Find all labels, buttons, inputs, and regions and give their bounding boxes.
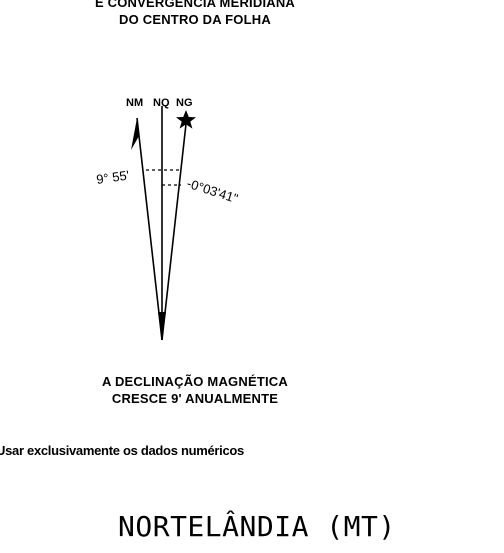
top-caption-line-2: DO CENTRO DA FOLHA	[119, 12, 271, 27]
usage-note: Usar exclusivamente os dados numéricos	[0, 443, 244, 458]
geographic-north-label: NG	[176, 97, 193, 109]
grid-north-label: NQ	[153, 97, 170, 109]
magnetic-declination-value: 9° 55'	[95, 168, 130, 187]
geographic-north-line	[161, 123, 187, 341]
meridian-convergence-value: -0°03'41"	[185, 176, 240, 207]
declination-note-line-1: A DECLINAÇÃO MAGNÉTICA	[102, 374, 288, 389]
top-caption: E CONVERGÊNCIA MERIDIANA DO CENTRO DA FO…	[0, 0, 390, 28]
declination-note-line-2: CRESCE 9' ANUALMENTE	[111, 391, 279, 406]
magnetic-north-label: NM	[126, 97, 143, 109]
declination-note: A DECLINAÇÃO MAGNÉTICA CRESCE 9' ANUALME…	[0, 373, 390, 407]
geographic-north-star-icon	[176, 110, 196, 129]
sheet-title: NORTELÂNDIA (MT)	[118, 510, 396, 543]
magnetic-north-arrowhead-icon	[131, 118, 139, 150]
diagram-vertex	[158, 312, 166, 340]
magnetic-north-line	[136, 117, 163, 341]
top-caption-line-1: E CONVERGÊNCIA MERIDIANA	[94, 0, 296, 10]
